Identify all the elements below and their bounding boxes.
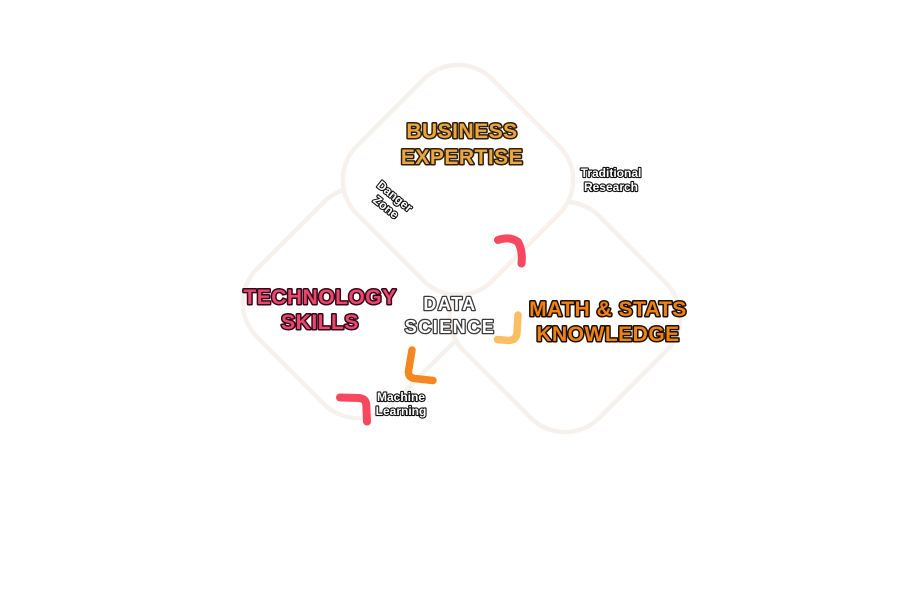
business-expertise-label: BUSINESS EXPERTISE	[399, 119, 524, 171]
center-label-line1: DATA	[423, 294, 476, 314]
business-label-line2: EXPERTISE	[401, 146, 523, 169]
pink-corner-mark-top	[494, 234, 526, 268]
corner-marks	[336, 234, 526, 426]
math-label-line1: MATH & STATS	[529, 298, 687, 321]
intersection-labels: DATA SCIENCE Danger Zone Traditional Res…	[369, 165, 643, 419]
math-stats-knowledge-label: MATH & STATS KNOWLEDGE	[528, 297, 688, 348]
math-label-line2: KNOWLEDGE	[536, 323, 679, 346]
pink-corner-mark-bottom	[336, 393, 371, 426]
set-shapes	[240, 62, 683, 435]
machine-learning-line2: Learning	[376, 404, 427, 418]
traditional-research-label: Traditional Research	[580, 165, 643, 195]
technology-label-line2: SKILLS	[281, 311, 359, 334]
machine-learning-line1: Machine	[377, 390, 425, 404]
yellow-corner-mark	[493, 311, 522, 345]
set-labels: BUSINESS EXPERTISE TECHNOLOGY SKILLS MAT…	[242, 119, 688, 348]
orange-corner-mark	[404, 346, 437, 385]
technology-label-line1: TECHNOLOGY	[243, 286, 396, 309]
technology-skills-label: TECHNOLOGY SKILLS	[242, 285, 398, 336]
traditional-research-line2: Research	[584, 180, 638, 194]
traditional-research-line1: Traditional	[581, 166, 642, 180]
business-label-line1: BUSINESS	[406, 120, 517, 143]
machine-learning-label: Machine Learning	[375, 389, 428, 419]
center-label-line2: SCIENCE	[405, 317, 496, 337]
data-science-center-label: DATA SCIENCE	[403, 293, 496, 339]
